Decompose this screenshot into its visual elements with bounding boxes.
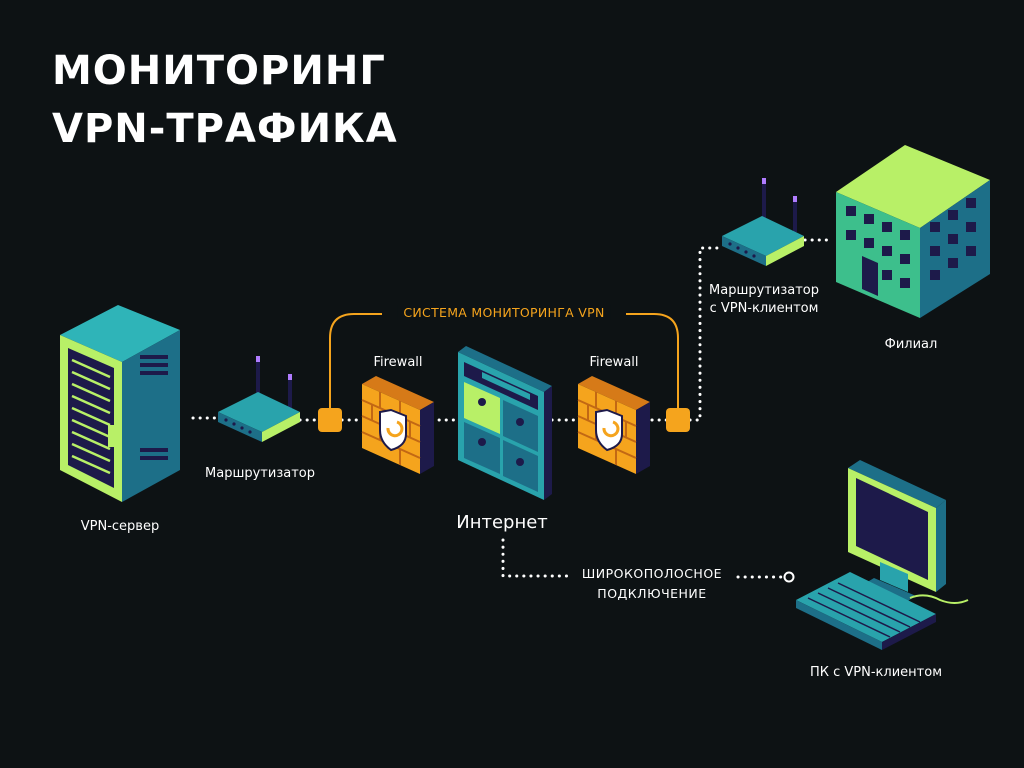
vpn-server-label: VPN-сервер (81, 519, 159, 534)
firewall-right-icon (578, 376, 650, 474)
firewall-right-label: Firewall (589, 355, 638, 370)
branch-router-icon (722, 178, 804, 266)
router-label: Маршрутизатор (205, 466, 315, 481)
broadband-label-line-1: ШИРОКОПОЛОСНОЕ (582, 564, 722, 584)
branch-label: Филиал (885, 337, 938, 352)
pc-connection-endpoint (785, 573, 794, 582)
monitoring-node-right (666, 408, 690, 432)
link-node-branch-router (690, 248, 718, 420)
internet-icon (458, 346, 552, 500)
broadband-label: ШИРОКОПОЛОСНОЕ ПОДКЛЮЧЕНИЕ (582, 564, 722, 604)
branch-building-icon (836, 145, 990, 318)
link-internet-broadband (503, 540, 568, 576)
monitoring-node-left (318, 408, 342, 432)
firewall-left-label: Firewall (373, 355, 422, 370)
broadband-label-line-2: ПОДКЛЮЧЕНИЕ (582, 584, 722, 604)
branch-router-label: Маршрутизатор с VPN-клиентом (709, 282, 819, 318)
firewall-left-icon (362, 376, 434, 474)
internet-label: Интернет (456, 512, 548, 533)
branch-router-label-line-1: Маршрутизатор (709, 282, 819, 300)
router-icon (218, 356, 300, 442)
branch-router-label-line-2: с VPN-клиентом (709, 300, 819, 318)
monitoring-system-label: СИСТЕМА МОНИТОРИНГА VPN (397, 305, 610, 320)
pc-icon (796, 460, 968, 650)
vpn-server-icon (60, 305, 180, 502)
pc-label: ПК с VPN-клиентом (810, 665, 942, 680)
